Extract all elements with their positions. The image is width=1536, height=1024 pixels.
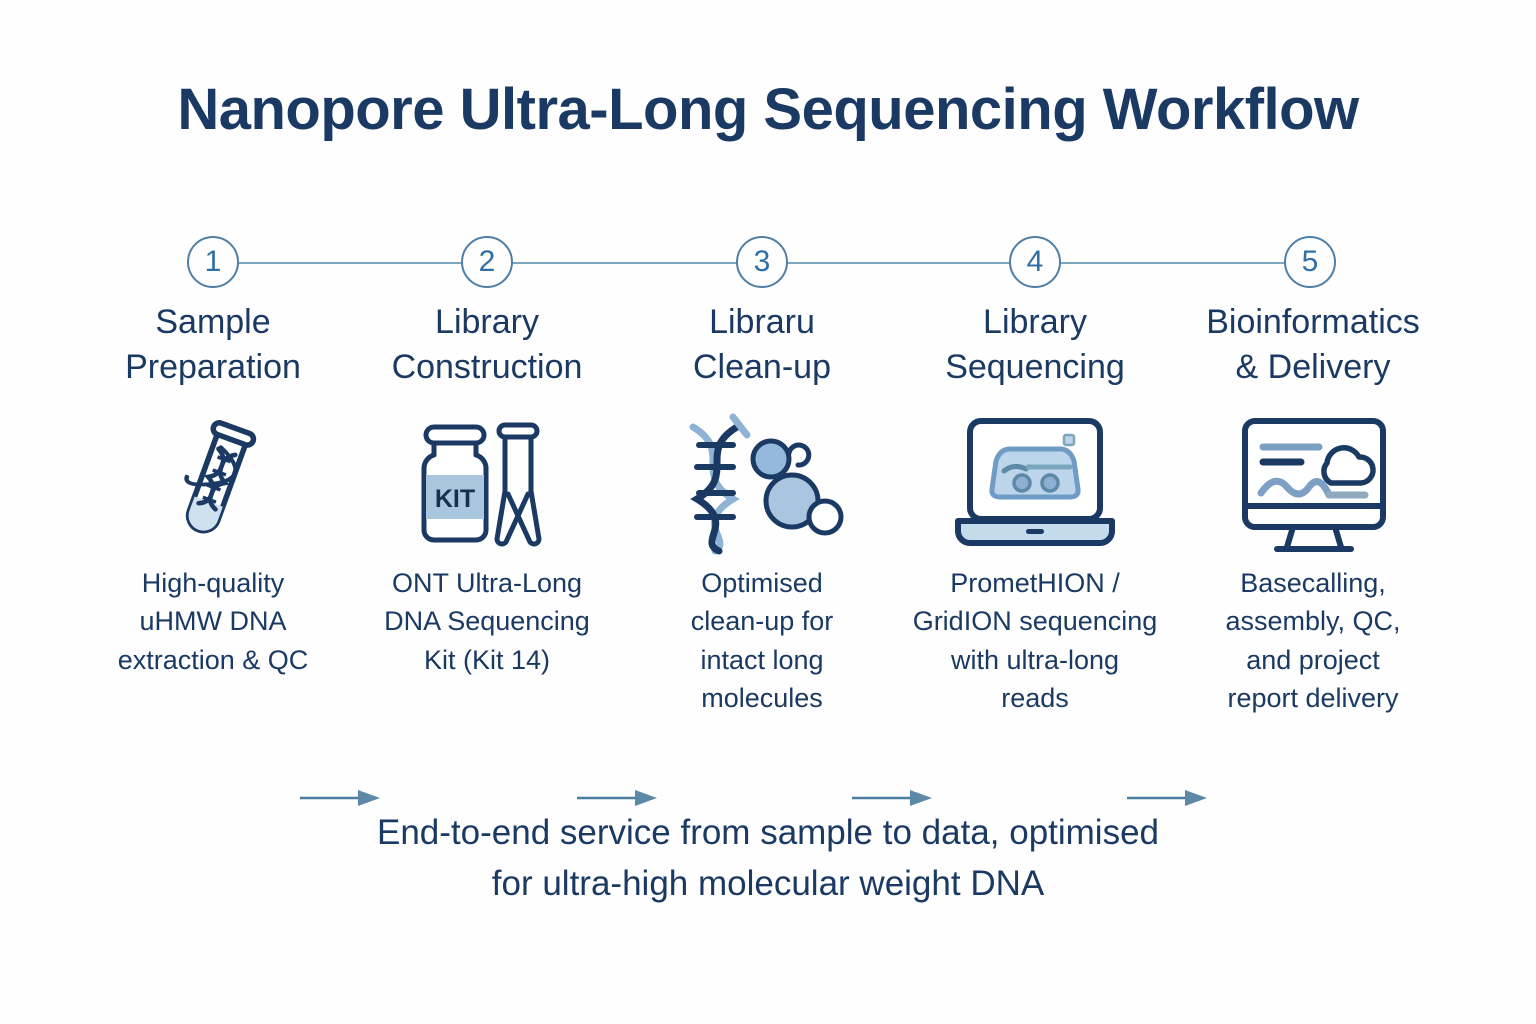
step-title-4: Library Sequencing — [945, 303, 1125, 386]
arrow-step-1-to-2 — [298, 787, 382, 809]
dna-beads-cleanup-icon — [689, 413, 843, 555]
step-column-2: Library Construction KIT ONT Ultra-Long … — [350, 300, 624, 679]
monitor-analysis-cloud-icon — [1241, 418, 1386, 552]
arrow-step-2-to-3 — [575, 787, 659, 809]
step-icon-5-wrap — [1176, 404, 1450, 564]
step-title-2: Library Construction — [391, 303, 583, 386]
step-circle-1[interactable]: 1 — [187, 236, 239, 288]
step-description-5: Basecalling, assembly, QC, and project r… — [1225, 568, 1401, 713]
step-icon-3-wrap — [625, 404, 899, 564]
step-description-3: Optimised clean-up for intact long molec… — [690, 568, 834, 713]
step-column-1: Sample Preparation — [76, 300, 350, 679]
arrow-right-icon — [300, 790, 380, 806]
step-description-2: ONT Ultra-Long DNA Sequencing Kit (Kit 1… — [384, 568, 590, 675]
arrow-right-icon — [577, 790, 657, 806]
kit-label: KIT — [435, 485, 475, 513]
step-icon-2-wrap: KIT — [350, 404, 624, 564]
arrow-right-icon — [1127, 790, 1207, 806]
step-columns: Sample Preparation — [0, 300, 1536, 806]
step-column-4: Library Sequencing PrometHION — [898, 300, 1172, 717]
arrow-right-icon — [852, 790, 932, 806]
page-title: Nanopore Ultra-Long Sequencing Workflow — [177, 77, 1359, 142]
test-tube-dna-icon — [184, 420, 257, 534]
step-column-5: Bioinformatics & Delivery — [1176, 300, 1450, 717]
step-icon-4-wrap — [898, 404, 1172, 564]
step-column-3: Libraru Clean-up Op — [625, 300, 899, 717]
step-circle-4[interactable]: 4 — [1009, 236, 1061, 288]
step-description-4: PrometHION / GridION sequencing with ult… — [912, 568, 1158, 713]
footer-caption: End-to-end service from sample to data, … — [376, 813, 1160, 903]
sequencer-laptop-icon — [954, 418, 1115, 546]
step-icon-1-wrap — [76, 404, 350, 564]
arrow-step-3-to-4 — [850, 787, 934, 809]
step-timeline: 1 2 3 4 5 — [0, 232, 1536, 294]
step-circle-2[interactable]: 2 — [461, 236, 513, 288]
step-description-1: High-quality uHMW DNA extraction & QC — [117, 568, 309, 675]
step-title-3: Libraru Clean-up — [693, 303, 831, 386]
arrow-step-4-to-5 — [1125, 787, 1209, 809]
step-title-1: Sample Preparation — [125, 303, 301, 386]
step-circle-5[interactable]: 5 — [1284, 236, 1336, 288]
step-circle-3[interactable]: 3 — [736, 236, 788, 288]
step-title-5: Bioinformatics & Delivery — [1206, 303, 1420, 386]
reagent-kit-bottle-icon: KIT — [421, 422, 542, 547]
